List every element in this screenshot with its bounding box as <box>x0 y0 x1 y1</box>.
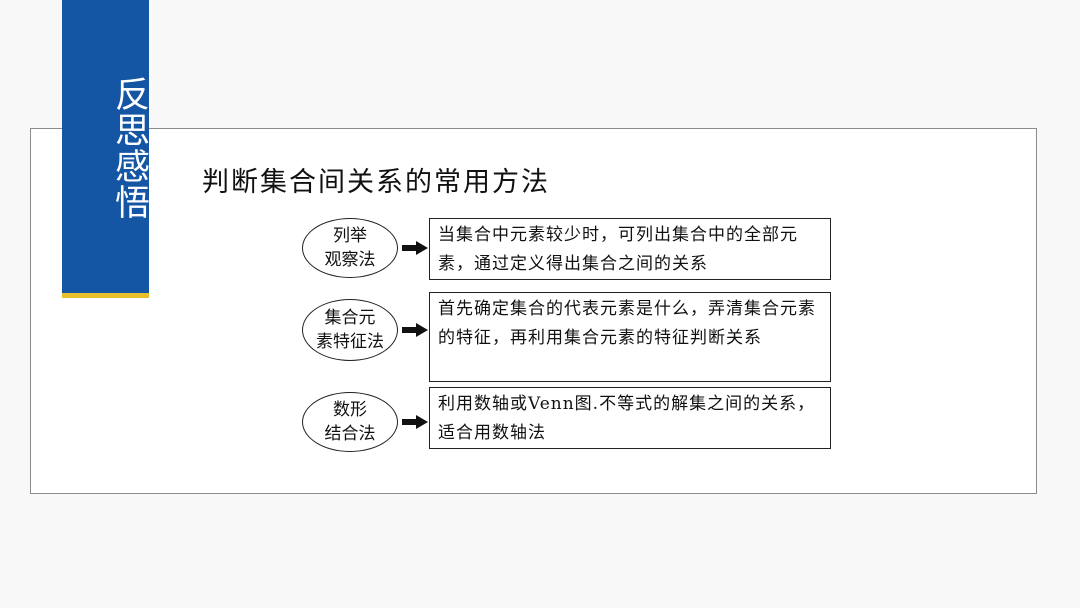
method-description-box: 当集合中元素较少时，可列出集合中的全部元素，通过定义得出集合之间的关系 <box>429 218 831 280</box>
page-heading: 判断集合间关系的常用方法 <box>202 167 550 198</box>
method-description-box: 首先确定集合的代表元素是什么，弄清集合元素的特征，再利用集合元素的特征判断关系 <box>429 292 831 382</box>
right-arrow-icon <box>402 241 428 255</box>
method-description: 首先确定集合的代表元素是什么，弄清集合元素的特征，再利用集合元素的特征判断关系 <box>438 299 816 348</box>
section-tab-title: 反思感悟 <box>109 76 149 220</box>
method-description: 利用数轴或Venn图.不等式的解集之间的关系，适合用数轴法 <box>438 394 816 443</box>
method-name: 集合元 素特征法 <box>316 308 384 352</box>
right-arrow-icon <box>402 415 428 429</box>
method-oval-characteristic: 集合元 素特征法 <box>302 299 398 361</box>
method-description: 当集合中元素较少时，可列出集合中的全部元素，通过定义得出集合之间的关系 <box>438 225 798 274</box>
right-arrow-icon <box>402 323 428 337</box>
section-tab: 反思感悟 <box>62 0 149 298</box>
method-name: 列举 观察法 <box>324 226 376 270</box>
method-description-box: 利用数轴或Venn图.不等式的解集之间的关系，适合用数轴法 <box>429 387 831 449</box>
method-oval-enumeration: 列举 观察法 <box>302 218 398 278</box>
method-oval-number-shape: 数形 结合法 <box>302 392 398 452</box>
method-name: 数形 结合法 <box>324 400 376 444</box>
